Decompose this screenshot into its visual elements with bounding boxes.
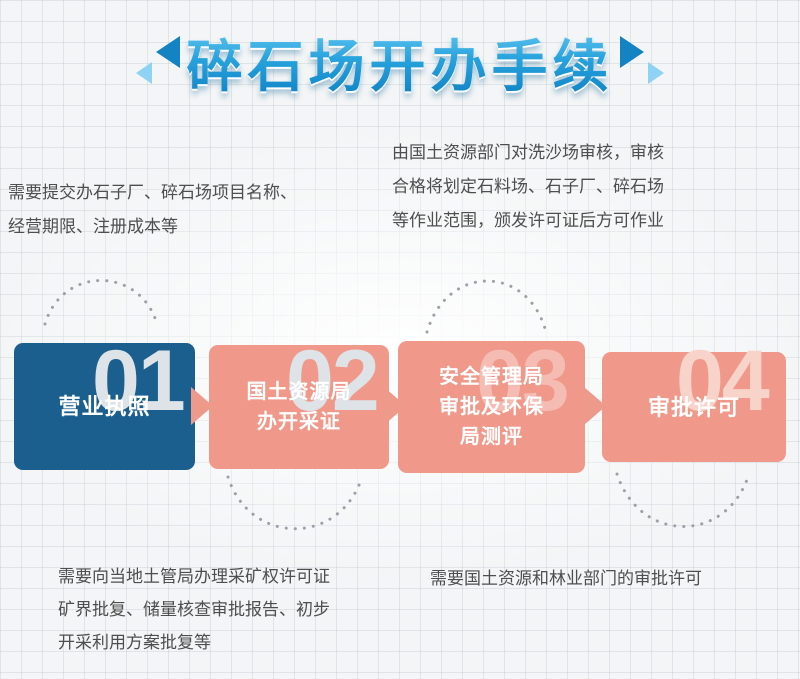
annotation-line: 由国土资源部门对洗沙场审核，审核 [392,143,664,162]
annotation-bottom-right: 需要国土资源和林业部门的审批许可 [430,562,800,596]
step-label: 审批许可 [602,352,786,462]
step-label: 营业执照 [14,343,195,470]
title-decoration-left-icon [136,36,180,84]
annotation-line: 等作业范围，颁发许可证后方可作业 [392,211,664,230]
flow-step-final-approval: 审批许可 [602,352,786,462]
annotation-line: 需要提交办石子厂、碎石场项目名称、 [8,183,297,202]
title-decoration-right-icon [620,36,664,84]
dotted-arc-top-right [425,279,548,334]
triangle-icon [620,36,644,68]
step-label: 安全管理局 审批及环保 局测评 [398,341,585,473]
annotation-top-right: 由国土资源部门对洗沙场审核，审核 合格将划定石料场、石子厂、碎石场 等作业范围，… [392,136,794,238]
annotation-line: 开采利用方案批复等 [58,633,211,652]
annotation-line: 矿界批复、储量核查审批报告、初步 [58,600,330,619]
step-label-line: 办开采证 [257,411,341,433]
annotation-line: 需要国土资源和林业部门的审批许可 [430,569,702,588]
step-label-line: 审批许可 [647,394,740,420]
step-label-line: 国土资源局 [246,381,352,403]
step-label-line: 审批及环保 [439,396,544,418]
flow-step-safety-environment-approval: 安全管理局 审批及环保 局测评 [398,341,585,473]
annotation-line: 经营期限、注册成本等 [8,217,178,236]
triangle-icon [648,62,664,84]
annotation-line: 合格将划定石料场、石子厂、碎石场 [392,177,664,196]
dotted-arc-top-left [43,279,159,326]
step-label-line: 局测评 [460,426,523,448]
annotation-line: 需要向当地土管局办理采矿权许可证 [58,567,330,586]
step-label-line: 营业执照 [58,394,151,419]
dotted-arc-bottom-left [226,475,364,531]
annotation-bottom-left: 需要向当地土管局办理采矿权许可证 矿界批复、储量核查审批报告、初步 开采利用方案… [58,560,434,659]
flow-step-business-license: 营业执照 [14,343,195,470]
annotation-top-left: 需要提交办石子厂、碎石场项目名称、 经营期限、注册成本等 [8,176,384,244]
page-title: 碎石场开办手续 [0,22,800,103]
flow-step-mining-permit: 国土资源局 办开采证 [209,345,389,469]
step-label-line: 安全管理局 [439,366,544,388]
step-label: 国土资源局 办开采证 [209,345,389,469]
dotted-arc-bottom-right [615,472,751,528]
